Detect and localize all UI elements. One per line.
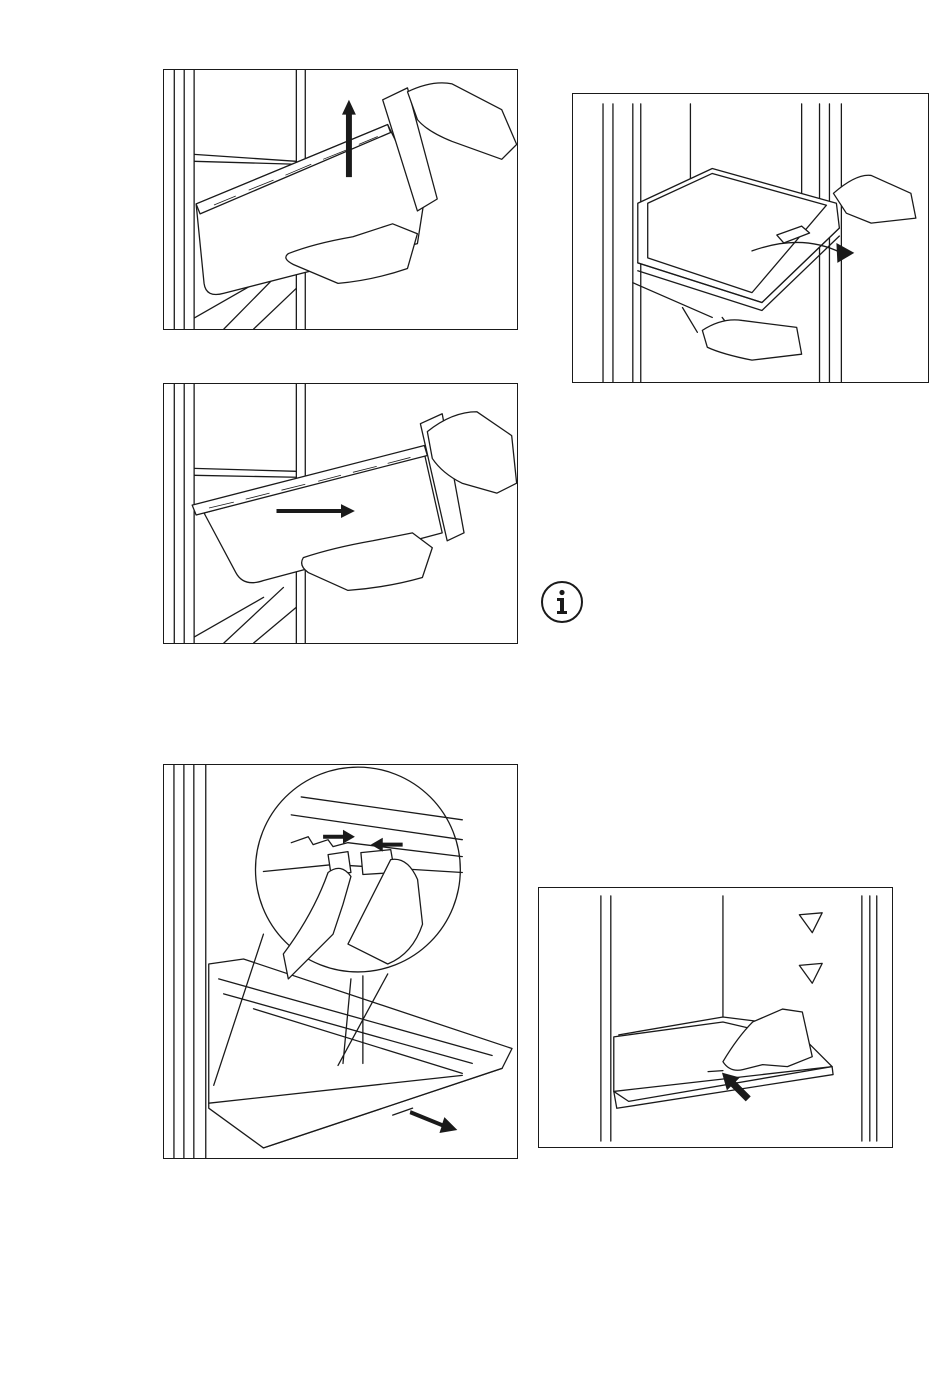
figure-shelf-release [538,887,893,1148]
illustration-cover-clips [164,765,517,1158]
triangle-marker-icon [799,913,822,933]
triangle-marker-icon [799,963,822,983]
info-icon [540,580,584,624]
figure-glass-shelf-tilt [572,93,929,383]
figure-remove-drawer-lift [163,69,518,330]
arrow-diagonal-icon [410,1110,458,1133]
illustration-drawer-pull [164,384,517,643]
figure-remove-cover-clips [163,764,518,1159]
illustration-glass-shelf [573,94,928,382]
figure-remove-drawer-pull [163,383,518,644]
illustration-shelf-release [539,888,892,1147]
illustration-drawer-lift [164,70,517,329]
